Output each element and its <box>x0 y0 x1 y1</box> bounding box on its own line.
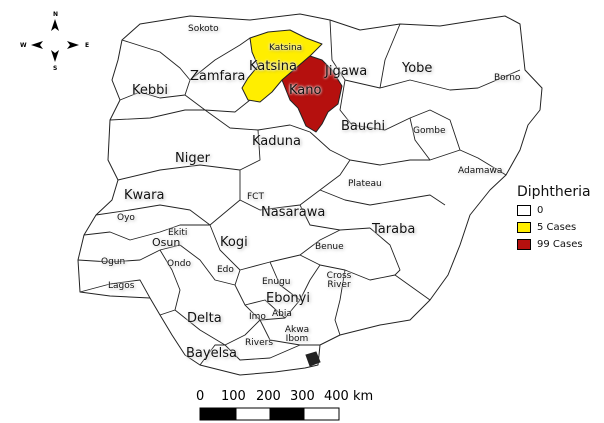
legend-item-1: 5 Cases <box>517 220 591 234</box>
state-label-niger: Niger <box>175 151 210 166</box>
state-label-abia: Abia <box>272 309 292 319</box>
state-label-borno: Borno <box>494 73 521 83</box>
kano-state <box>281 55 343 133</box>
state-label-ondo: Ondo <box>167 259 192 269</box>
state-label-akwa-ibom: Akwa Ibom <box>284 325 310 344</box>
state-label-sokoto: Sokoto <box>188 24 219 34</box>
scale-tick-0: 0 <box>196 389 205 404</box>
state-label-osun: Osun <box>152 236 181 249</box>
compass-east: E <box>85 42 90 49</box>
legend-label-2: 99 Cases <box>537 238 583 250</box>
compass-rose <box>31 19 79 62</box>
state-label-kebbi: Kebbi <box>132 83 168 98</box>
state-label-kwara: Kwara <box>124 188 165 203</box>
state-label-katsina-top: Katsina <box>269 43 303 53</box>
scale-tick-300: 300 <box>290 389 315 404</box>
state-label-rivers: Rivers <box>245 338 274 348</box>
scale-tick-200: 200 <box>256 389 281 404</box>
state-label-zamfara: Zamfara <box>190 69 246 84</box>
state-label-adamawa: Adamawa <box>458 166 503 176</box>
state-label-imo: Imo <box>249 312 266 322</box>
state-label-taraba: Taraba <box>372 222 416 237</box>
state-label-ogun: Ogun <box>101 257 126 267</box>
state-label-enugu: Enugu <box>262 277 291 287</box>
state-label-yobe: Yobe <box>402 61 433 76</box>
legend-item-2: 99 Cases <box>517 237 591 251</box>
state-label-benue: Benue <box>315 242 344 252</box>
state-label-edo: Edo <box>217 265 234 275</box>
legend-swatch-1 <box>517 221 531 233</box>
state-label-kaduna: Kaduna <box>252 134 301 149</box>
country-outline <box>77 13 543 376</box>
compass-west: W <box>20 42 27 49</box>
legend: Diphtheria 0 5 Cases 99 Cases <box>517 184 591 251</box>
compass-south: S <box>53 65 58 72</box>
state-label-ekiti: Ekiti <box>168 228 188 238</box>
legend-item-0: 0 <box>517 203 591 217</box>
state-label-oyo: Oyo <box>117 213 135 223</box>
scale-tick-100: 100 <box>221 389 246 404</box>
legend-swatch-2 <box>517 238 531 250</box>
legend-label-1: 5 Cases <box>537 221 577 233</box>
state-label-ebonyi: Ebonyi <box>266 291 310 306</box>
state-label-bayelsa: Bayelsa <box>186 346 237 361</box>
state-label-nasarawa: Nasarawa <box>261 205 326 220</box>
state-label-delta: Delta <box>187 311 222 326</box>
coastal-blot <box>305 351 321 367</box>
katsina-state <box>241 29 323 103</box>
state-label-kogi: Kogi <box>220 235 248 250</box>
state-label-plateau: Plateau <box>348 179 382 189</box>
state-label-cross-river: Cross River <box>326 271 352 290</box>
state-label-kano: Kano <box>289 83 322 98</box>
legend-label-0: 0 <box>537 204 544 216</box>
scale-bar <box>199 407 340 421</box>
state-label-jigawa: Jigawa <box>325 64 368 79</box>
state-label-gombe: Gombe <box>413 126 446 136</box>
scale-tick-400km: 400 km <box>324 389 374 404</box>
compass-north: N <box>53 11 59 18</box>
state-label-katsina: Katsina <box>249 59 297 74</box>
state-label-fct: FCT <box>247 192 264 202</box>
state-label-bauchi: Bauchi <box>341 119 386 134</box>
state-label-lagos: Lagos <box>108 281 135 291</box>
legend-title: Diphtheria <box>517 184 591 200</box>
legend-swatch-0 <box>517 204 531 216</box>
